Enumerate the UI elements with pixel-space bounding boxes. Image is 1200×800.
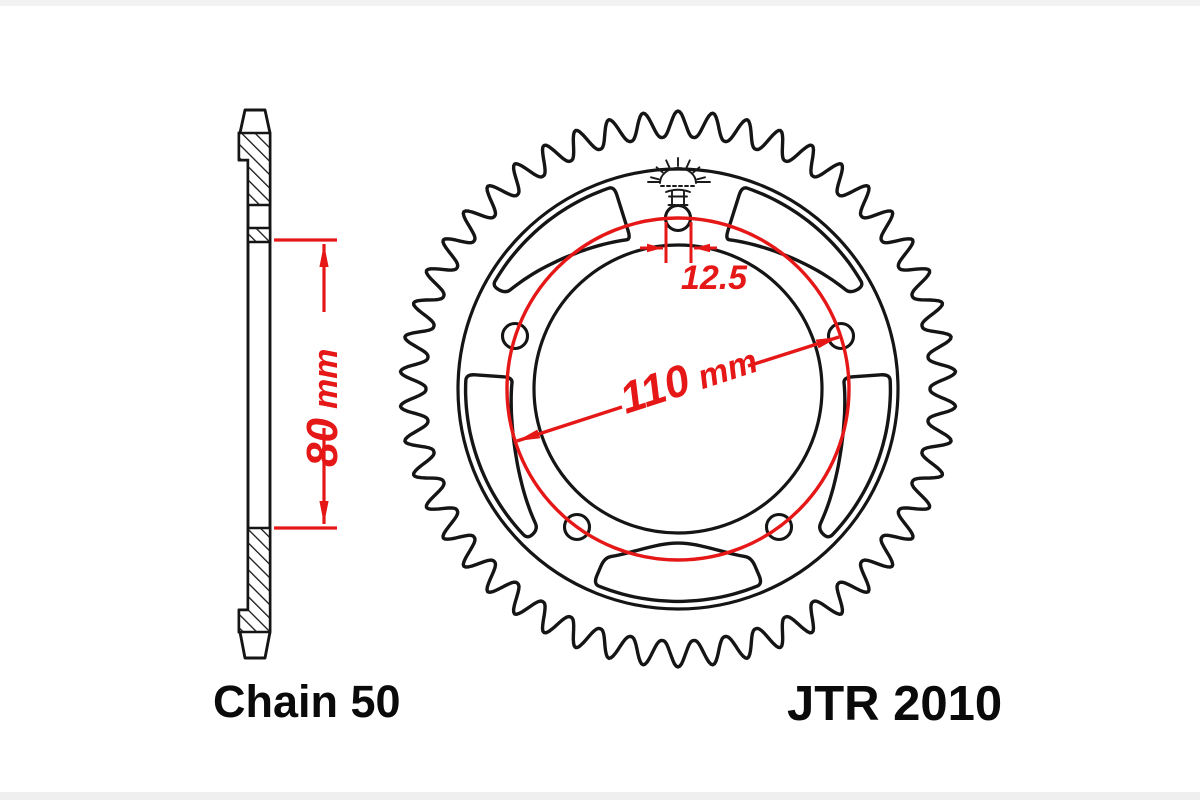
dimension-arrow-upper-right [747,335,840,368]
hub-hatch-bottom [237,526,272,634]
hub-hatch-top [237,131,272,207]
lightening-slot [725,186,864,294]
dim-12-5-label: 12.5 [681,259,748,297]
lightening-slot [492,186,631,294]
dimension-arrow-lower-left [516,405,623,443]
center-bore [532,243,824,535]
lightening-slots [463,186,893,604]
lightening-slot [593,541,763,604]
sun-ray-icon [655,166,664,174]
torii-top-bar [665,188,691,193]
lightening-slot [818,373,893,539]
sun-ray-icon [692,166,701,174]
dimension-80mm: 80mm [274,238,347,530]
hub-hatch-band [246,226,272,244]
torii-gate-icon [665,188,691,206]
sun-ray-icon [665,159,671,169]
sun-dome-icon [659,167,697,184]
bolt-circle [505,216,851,562]
part-number-label: JTR 2010 [787,677,1002,731]
jt-sun-torii-logo [647,157,711,206]
sun-ray-icon [650,176,660,181]
side-view: 80mm [237,108,347,660]
front-view: 110mm 12.5 [398,109,958,669]
body-circle [456,167,900,611]
sun-ray-icon [696,176,706,181]
sun-rays-icon [650,157,706,181]
chain-size-label: Chain 50 [213,676,401,727]
page-edge-top [0,0,1200,6]
dim-80-label: 80mm [298,349,347,467]
page-edge-bottom [0,792,1200,800]
dimension-12-5: 12.5 [640,222,748,297]
sun-ray-icon [685,159,691,169]
